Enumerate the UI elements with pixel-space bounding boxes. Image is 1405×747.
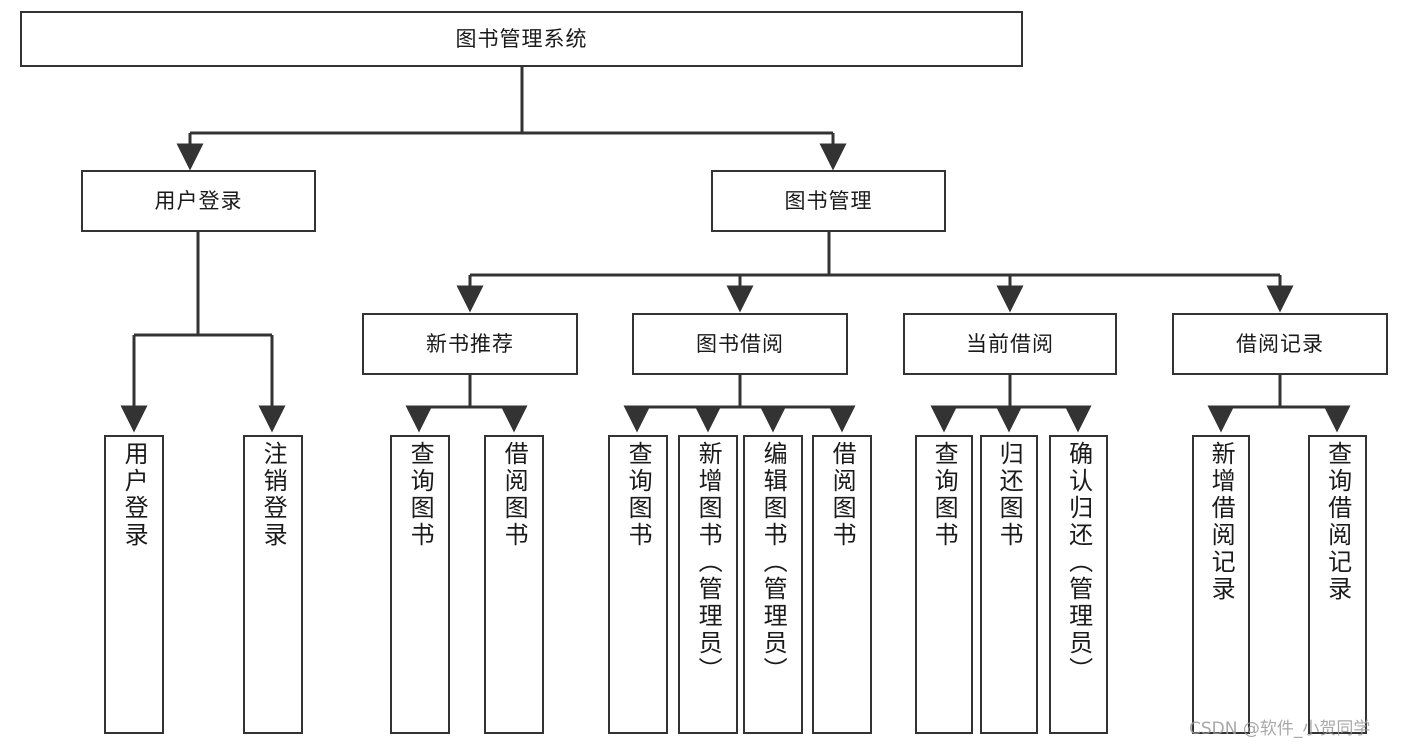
node-leaf-borrow-book-2-label: 借阅图书 (828, 441, 857, 549)
node-user-login-label: 用户登录 (154, 188, 243, 213)
node-current-borrow[interactable]: 当前借阅 (903, 313, 1117, 375)
node-leaf-edit-book[interactable]: 编辑图书（管理员） (743, 435, 803, 734)
node-leaf-borrow-book-2[interactable]: 借阅图书 (812, 435, 872, 734)
node-book-management[interactable]: 图书管理 (711, 170, 946, 232)
node-borrow-record-label: 借阅记录 (1236, 331, 1324, 356)
node-leaf-query-record-label: 查询借阅记录 (1323, 441, 1352, 603)
node-leaf-borrow-book-1[interactable]: 借阅图书 (484, 435, 544, 734)
node-book-management-label: 图书管理 (784, 188, 873, 213)
node-leaf-query-book-3-label: 查询图书 (930, 441, 959, 549)
node-leaf-add-record[interactable]: 新增借阅记录 (1192, 435, 1250, 734)
node-leaf-edit-book-label: 编辑图书（管理员） (759, 441, 788, 684)
node-leaf-return-book-label: 归还图书 (995, 441, 1024, 549)
node-borrow-record[interactable]: 借阅记录 (1172, 313, 1388, 375)
node-leaf-add-book[interactable]: 新增图书（管理员） (678, 435, 738, 734)
node-leaf-logout-login-label: 注销登录 (259, 441, 288, 549)
node-leaf-user-login[interactable]: 用户登录 (104, 435, 164, 734)
node-new-book-recommend[interactable]: 新书推荐 (362, 313, 578, 375)
node-leaf-query-book-2[interactable]: 查询图书 (608, 435, 668, 734)
node-leaf-borrow-book-1-label: 借阅图书 (500, 441, 529, 549)
node-leaf-add-record-label: 新增借阅记录 (1207, 441, 1236, 603)
node-root-label: 图书管理系统 (455, 26, 588, 51)
csdn-watermark: CSDN @软件_小贺同学 (1189, 719, 1371, 739)
node-leaf-query-book-2-label: 查询图书 (624, 441, 653, 549)
node-leaf-query-book-3[interactable]: 查询图书 (915, 435, 973, 734)
node-user-login[interactable]: 用户登录 (81, 170, 316, 232)
node-leaf-query-book-1[interactable]: 查询图书 (390, 435, 450, 734)
node-leaf-confirm-return[interactable]: 确认归还（管理员） (1049, 435, 1108, 734)
node-current-borrow-label: 当前借阅 (966, 331, 1054, 356)
node-new-book-recommend-label: 新书推荐 (426, 331, 514, 356)
node-leaf-query-record[interactable]: 查询借阅记录 (1308, 435, 1367, 734)
node-leaf-return-book[interactable]: 归还图书 (980, 435, 1038, 734)
node-leaf-logout-login[interactable]: 注销登录 (243, 435, 303, 734)
node-book-borrow[interactable]: 图书借阅 (632, 313, 848, 375)
node-leaf-query-book-1-label: 查询图书 (406, 441, 435, 549)
node-leaf-user-login-label: 用户登录 (120, 441, 149, 549)
node-leaf-add-book-label: 新增图书（管理员） (694, 441, 723, 684)
node-root[interactable]: 图书管理系统 (20, 11, 1023, 67)
node-book-borrow-label: 图书借阅 (696, 331, 784, 356)
node-leaf-confirm-return-label: 确认归还（管理员） (1064, 441, 1093, 684)
